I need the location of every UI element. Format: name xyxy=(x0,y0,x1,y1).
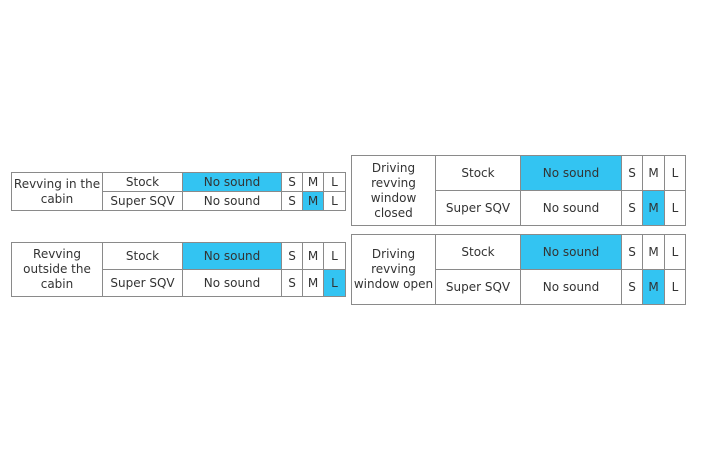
sound-value: No sound xyxy=(520,190,622,226)
sound-value: No sound xyxy=(520,234,622,270)
level-m[interactable]: M xyxy=(302,269,324,297)
exhaust-label: Super SQV xyxy=(435,190,521,226)
level-l[interactable]: L xyxy=(664,234,686,270)
exhaust-label: Super SQV xyxy=(102,269,183,297)
condition-label: Revving in the cabin xyxy=(11,172,103,211)
sound-table-revving-in-cabin: Revving in the cabin Stock No sound S M … xyxy=(11,172,346,211)
exhaust-label: Super SQV xyxy=(435,269,521,305)
sound-value: No sound xyxy=(182,242,282,270)
level-l[interactable]: L xyxy=(323,242,346,270)
table-row: Super SQV No sound S M L xyxy=(12,191,346,211)
table-row: Revving in the cabin Stock No sound S M … xyxy=(11,172,346,211)
exhaust-label: Super SQV xyxy=(102,191,183,211)
level-l[interactable]: L xyxy=(664,190,686,226)
level-l[interactable]: L xyxy=(664,155,686,191)
level-m[interactable]: M xyxy=(302,242,324,270)
level-m[interactable]: M xyxy=(642,155,665,191)
exhaust-label: Stock xyxy=(435,155,521,191)
condition-label: Revving outside the cabin xyxy=(11,242,103,297)
sound-value: No sound xyxy=(182,172,282,192)
level-s[interactable]: S xyxy=(621,269,643,305)
condition-label: Driving revving window open xyxy=(351,234,436,305)
level-l[interactable]: L xyxy=(664,269,686,305)
level-m[interactable]: M xyxy=(302,172,324,192)
level-s[interactable]: S xyxy=(621,155,643,191)
level-l[interactable]: L xyxy=(323,191,346,211)
condition-label: Driving revving window closed xyxy=(351,155,436,226)
level-s[interactable]: S xyxy=(621,190,643,226)
level-l[interactable]: L xyxy=(323,172,346,192)
sound-value: No sound xyxy=(520,269,622,305)
table-row: Super SQV No sound S M L xyxy=(352,269,686,305)
sound-table-driving-window-open: Driving revving window open Stock No sou… xyxy=(351,234,686,305)
level-s[interactable]: S xyxy=(281,269,303,297)
level-s[interactable]: S xyxy=(621,234,643,270)
sound-value: No sound xyxy=(520,155,622,191)
table-row: Driving revving window open Stock No sou… xyxy=(351,234,686,305)
table-row: Revving outside the cabin Stock No sound… xyxy=(11,242,346,297)
sound-value: No sound xyxy=(182,269,282,297)
sound-table-driving-window-closed: Driving revving window closed Stock No s… xyxy=(351,155,686,226)
level-m[interactable]: M xyxy=(642,234,665,270)
level-m[interactable]: M xyxy=(642,269,665,305)
exhaust-label: Stock xyxy=(102,242,183,270)
sound-value: No sound xyxy=(182,191,282,211)
level-l[interactable]: L xyxy=(323,269,346,297)
level-s[interactable]: S xyxy=(281,191,303,211)
level-s[interactable]: S xyxy=(281,242,303,270)
exhaust-label: Stock xyxy=(102,172,183,192)
table-row: Super SQV No sound S M L xyxy=(12,269,346,297)
table-row: Super SQV No sound S M L xyxy=(352,190,686,226)
level-m[interactable]: M xyxy=(642,190,665,226)
level-s[interactable]: S xyxy=(281,172,303,192)
table-row: Driving revving window closed Stock No s… xyxy=(351,155,686,226)
sound-table-revving-outside-cabin: Revving outside the cabin Stock No sound… xyxy=(11,242,346,297)
level-m[interactable]: M xyxy=(302,191,324,211)
exhaust-label: Stock xyxy=(435,234,521,270)
